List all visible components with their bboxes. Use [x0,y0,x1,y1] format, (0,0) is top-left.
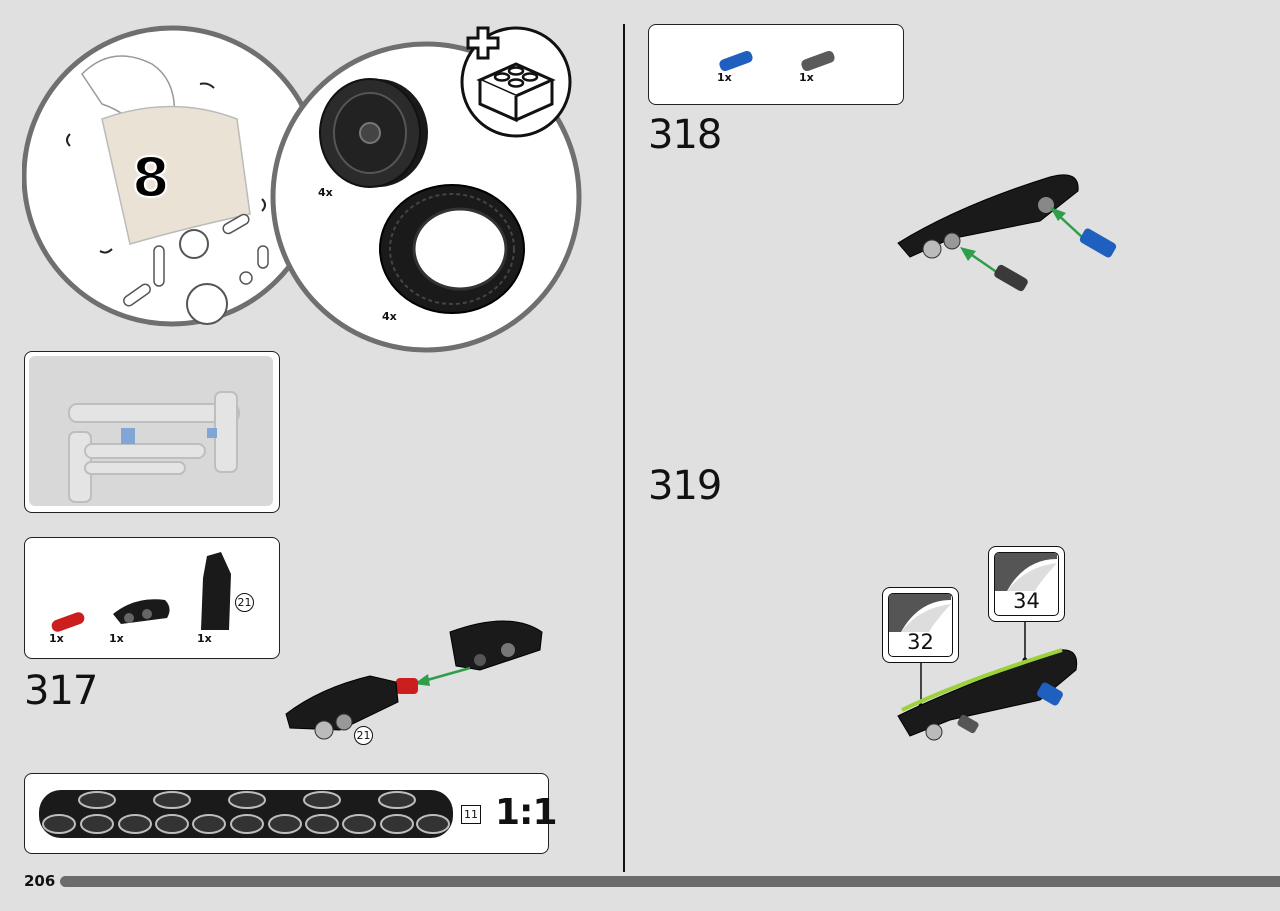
step-317-number: 317 [24,668,98,714]
liftarm-qty: 1x [109,632,124,645]
sticker-34: 34 [988,546,1065,622]
bag-illustration [22,25,322,327]
sticker-32: 32 [882,587,959,663]
scale-label: 1:1 [495,792,557,833]
red-axle-pin-icon [51,612,85,632]
black-panel-icon [201,552,231,630]
step-318-assembly [897,174,1117,292]
wheel-rim-icon [319,78,428,188]
step-317-assembly [285,620,543,740]
page-divider [623,24,625,872]
step-318-number: 318 [648,112,722,158]
gray-pin-qty: 1x [799,71,814,84]
black-liftarm-icon [113,599,170,624]
step-317-parts: 1x 1x 1x 21 [24,537,280,659]
page-progress-bar [60,876,1280,887]
gray-pin-icon [801,50,835,72]
page-number: 206 [24,872,56,890]
panel-callout: 21 [235,593,254,612]
bag-number: 8 [131,145,171,210]
new-brick-icon [460,26,572,138]
tire-qty: 4x [382,310,397,323]
beam-reference: 11 1:1 [24,773,557,854]
blue-pin-qty: 1x [717,71,732,84]
step-319-number: 319 [648,463,722,509]
sticker-32-number: 32 [907,630,934,654]
submodel-preview [24,351,280,513]
step-319-assembly [897,622,1078,741]
rim-qty: 4x [318,186,333,199]
beam-length-label: 11 [461,805,481,824]
panel-qty: 1x [197,632,212,645]
tire-icon [379,184,525,314]
red-pin-qty: 1x [49,632,64,645]
sticker-34-number: 34 [1013,589,1040,613]
step-317-callout: 21 [354,726,373,745]
blue-pin-icon [719,50,753,72]
step-318-parts: 1x 1x [648,24,904,105]
